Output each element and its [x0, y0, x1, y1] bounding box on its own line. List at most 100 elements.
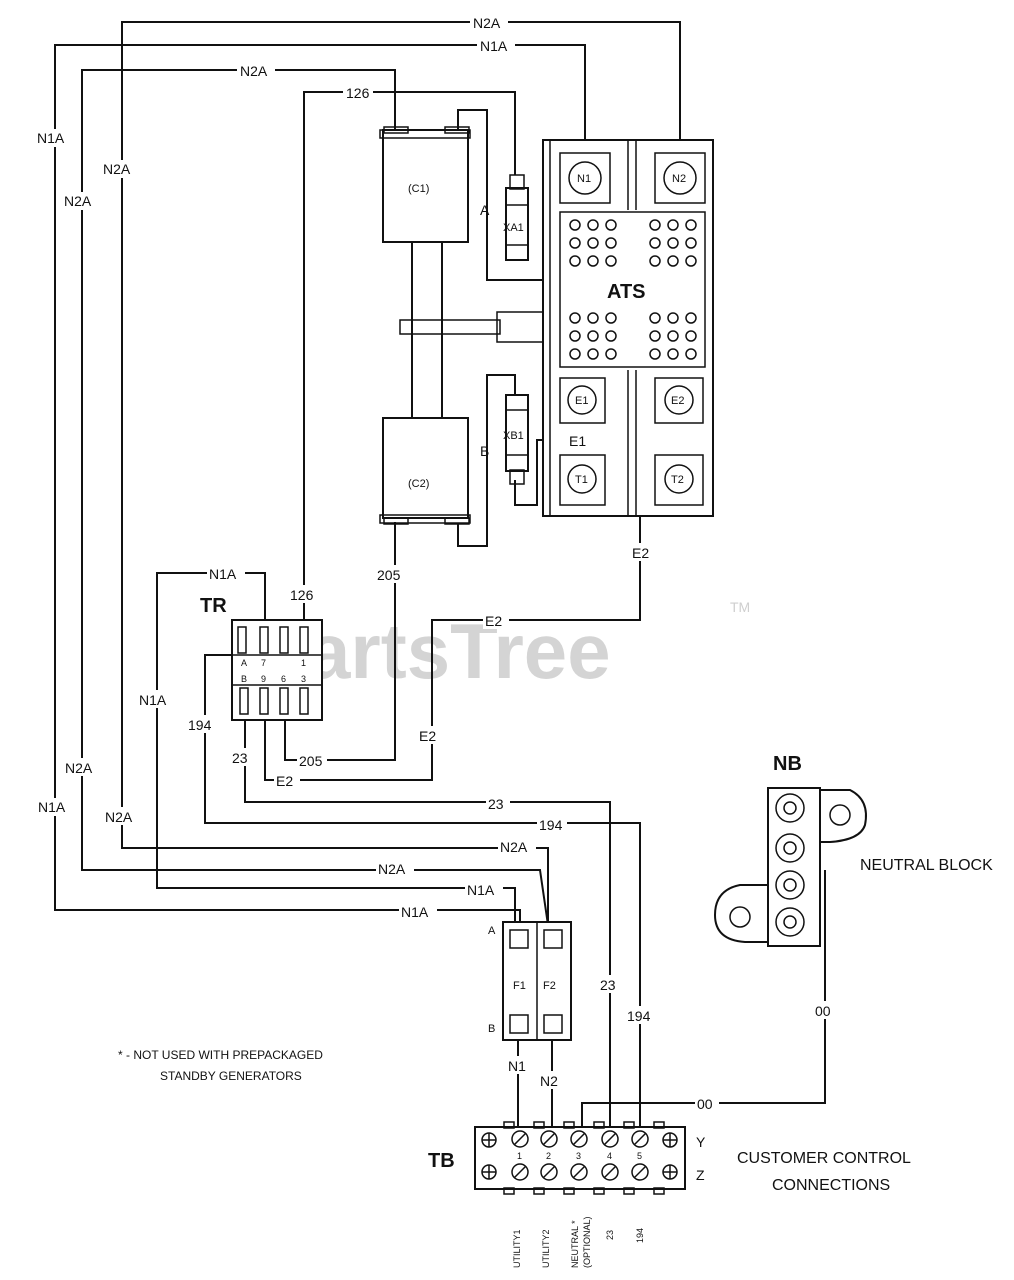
tb-bottom-23: 23 — [605, 1230, 615, 1240]
label-00-tb: 00 — [697, 1096, 713, 1112]
label-n1a-fuse: N1A — [467, 882, 495, 898]
svg-text:T1: T1 — [575, 474, 588, 486]
label-00-vertical: 00 — [815, 1003, 831, 1019]
fuse-b-label: B — [488, 1023, 495, 1035]
wire-n2a-outer — [121, 21, 681, 925]
coil-linkage — [399, 242, 548, 418]
ats-terminal-e1: E1 — [559, 377, 606, 424]
neutral-block: NB — [713, 753, 867, 947]
label-n2a-inner-mid: N2A — [65, 760, 93, 776]
xb1-label: XB1 — [503, 430, 524, 442]
label-n1-fuse: N1 — [508, 1058, 526, 1074]
tb-term-1: 1 — [517, 1151, 522, 1161]
label-205-top: 205 — [377, 567, 401, 583]
label-126-top: 126 — [346, 85, 370, 101]
ats-terminal-t2: T2 — [654, 454, 704, 506]
label-e2-lower: E2 — [419, 728, 436, 744]
label-n1a-top: N1A — [480, 38, 508, 54]
wire-n1a-tr — [156, 572, 516, 935]
ats-label: ATS — [607, 281, 646, 303]
label-194-vertical: 194 — [627, 1008, 651, 1024]
watermark-tm: TM — [730, 599, 750, 615]
coil-c2-label: (C2) — [408, 478, 429, 490]
tr-term-3: 3 — [301, 674, 306, 684]
note-line2: STANDBY GENERATORS — [160, 1069, 302, 1083]
label-n2a-left-bottom: N2A — [105, 809, 133, 825]
customer-caption-line2: CONNECTIONS — [772, 1177, 890, 1194]
label-n1a-left-top: N1A — [37, 130, 65, 146]
label-n1a-bottom: N1A — [401, 904, 429, 920]
note-line1: * - NOT USED WITH PREPACKAGED — [118, 1048, 323, 1062]
fuse-f1-label: F1 — [513, 980, 526, 992]
ats-terminal-n2: N2 — [654, 152, 706, 204]
label-n1a-mid: N1A — [139, 692, 167, 708]
svg-text:T2: T2 — [671, 474, 684, 486]
ats-contacts-bottom — [569, 312, 697, 360]
switch-xb1: XB1 — [503, 394, 529, 485]
svg-text:E2: E2 — [671, 395, 684, 407]
tr-label: TR — [200, 595, 227, 617]
label-n1a-left-bottom: N1A — [38, 799, 66, 815]
wire-n2a-inner — [81, 69, 549, 926]
label-n2a-second: N2A — [240, 63, 268, 79]
tr-term-6: 6 — [281, 674, 286, 684]
neutral-block-caption: NEUTRAL BLOCK — [860, 857, 993, 874]
side-a-label: A — [480, 202, 490, 218]
tb-bottom-optional: (OPTIONAL) — [582, 1216, 592, 1268]
wire-labels: N2A N1A N2A 126 N1A N2A N2A E1 E2 N1A 20… — [35, 13, 837, 1112]
tb-label: TB — [428, 1150, 455, 1172]
svg-text:E1: E1 — [575, 395, 588, 407]
label-n2a-left-top: N2A — [103, 161, 131, 177]
tb-bottom-194: 194 — [635, 1228, 645, 1243]
label-e2-bottom: E2 — [276, 773, 293, 789]
tb-term-5: 5 — [637, 1151, 642, 1161]
label-23-mid: 23 — [488, 796, 504, 812]
label-e2-ats: E2 — [632, 545, 649, 561]
label-n2a-inner-top: N2A — [64, 193, 92, 209]
svg-text:N2: N2 — [672, 173, 686, 185]
label-23-vertical: 23 — [600, 977, 616, 993]
label-n2a-top: N2A — [473, 15, 501, 31]
fuse-block: A B F1 F2 — [488, 921, 572, 1041]
tb-side-z: Z — [696, 1167, 705, 1183]
ats-terminal-n1: N1 — [559, 152, 611, 204]
ats-terminal-t1: T1 — [559, 454, 606, 506]
ats-terminal-e2: E2 — [654, 377, 704, 424]
label-n2a-fuse: N2A — [500, 839, 528, 855]
tb-bottom-neutral: NEUTRAL * — [570, 1220, 580, 1268]
tb-side-y: Y — [696, 1134, 706, 1150]
coil-c2: (C2) — [379, 417, 471, 525]
fuse-a-label: A — [488, 925, 496, 937]
ats-switch: ATS N1 N2 E1 E2 T1 T2 — [542, 139, 714, 517]
tr-term-9: 9 — [261, 674, 266, 684]
xa1-label: XA1 — [503, 222, 524, 234]
coil-c1-label: (C1) — [408, 183, 429, 195]
nb-label: NB — [773, 753, 802, 775]
tr-term-b: B — [241, 674, 247, 684]
wire-n1a-outer — [54, 44, 586, 935]
coil-c2-loop: B — [457, 374, 516, 547]
terminal-block-tb: TB 1 2 3 4 5 Y Z — [428, 1121, 706, 1195]
label-e2-mid: E2 — [485, 613, 502, 629]
switch-xa1: XA1 — [503, 174, 529, 261]
label-194-left: 194 — [188, 717, 212, 733]
tb-term-4: 4 — [607, 1151, 612, 1161]
customer-caption-line1: CUSTOMER CONTROL — [737, 1150, 911, 1167]
label-n2a-bottom: N2A — [378, 861, 406, 877]
wire-126 — [303, 91, 516, 625]
label-194-mid: 194 — [539, 817, 563, 833]
tb-term-2: 2 — [546, 1151, 551, 1161]
ats-contacts-top — [569, 219, 697, 267]
label-e1: E1 — [569, 433, 586, 449]
relay-tr: TR A 7 1 B 9 6 3 — [200, 595, 323, 721]
wire-194 — [204, 654, 641, 1130]
label-205-bottom: 205 — [299, 753, 323, 769]
label-n2-fuse: N2 — [540, 1073, 558, 1089]
side-b-label: B — [480, 443, 489, 459]
tb-bottom-utility2: UTILITY2 — [541, 1229, 551, 1268]
label-23-tr: 23 — [232, 750, 248, 766]
tb-bottom-utility1: UTILITY1 — [512, 1229, 522, 1268]
wire-205 — [284, 522, 396, 761]
tb-term-3: 3 — [576, 1151, 581, 1161]
